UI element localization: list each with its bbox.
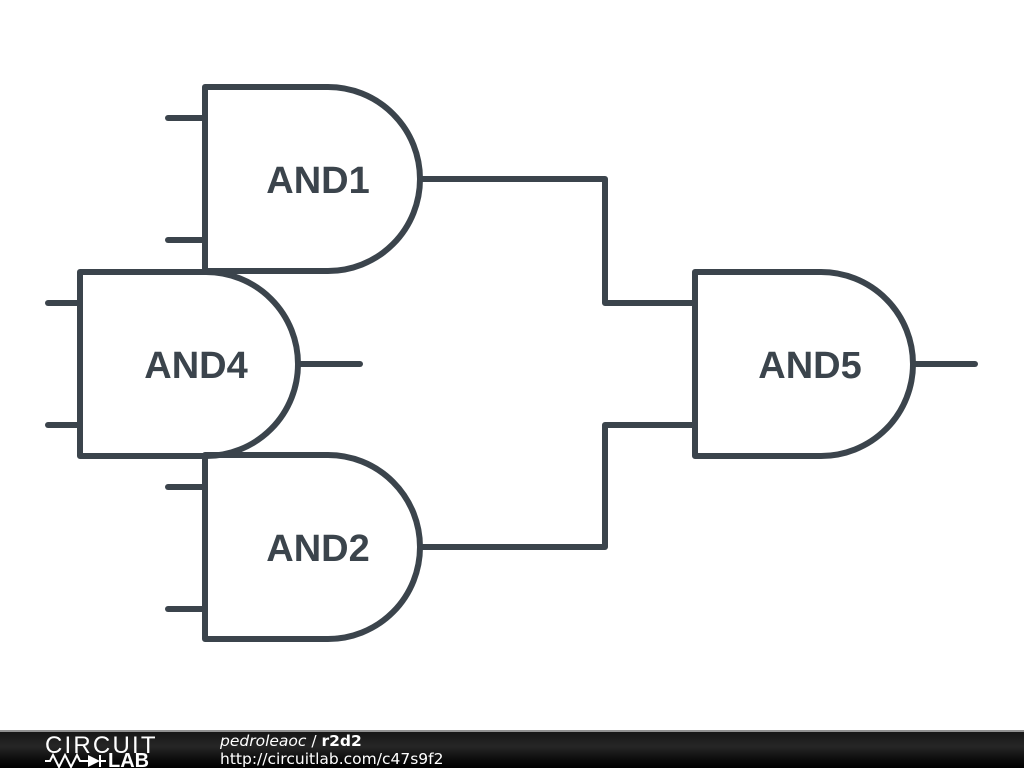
circuitlab-logo-text-lab: LAB	[108, 750, 149, 768]
and5-gate-body	[692, 269, 916, 459]
gate-and2: AND2	[165, 452, 423, 642]
share-url: http://circuitlab.com/c47s9f2	[220, 750, 444, 768]
circuit-diagram: AND1 AND4 AND2 AND5	[45, 84, 978, 642]
and1-gate-body	[202, 84, 423, 274]
wires	[417, 176, 698, 550]
wire-and2-out-to-and5-in2	[417, 422, 698, 550]
gate-and5: AND5	[692, 269, 978, 459]
and2-gate-body	[202, 452, 423, 642]
author-name: pedroleaoc	[220, 732, 307, 750]
gate-and4: AND4	[45, 269, 363, 459]
schematic-title: r2d2	[321, 732, 362, 750]
and5-gate-label: AND5	[758, 345, 861, 387]
footer-bar: CIRCUIT LAB pedroleaoc / r2d2 http://cir…	[0, 730, 1024, 768]
circuitlab-logo: CIRCUIT LAB	[45, 732, 158, 768]
schematic-credit-line: pedroleaoc / r2d2	[220, 732, 443, 750]
gate-and1: AND1	[165, 84, 423, 274]
credit-separator: /	[306, 732, 322, 750]
and2-gate-label: AND2	[266, 528, 369, 570]
footer-credit: pedroleaoc / r2d2 http://circuitlab.com/…	[220, 732, 443, 768]
diode-icon	[88, 755, 100, 767]
and1-gate-label: AND1	[266, 160, 369, 202]
and4-gate-label: AND4	[144, 345, 247, 387]
circuitlab-logo-text-circuit: CIRCUIT	[45, 732, 158, 759]
wire-and1-out-to-and5-in1	[417, 176, 698, 306]
and4-gate-body	[77, 269, 301, 459]
resistor-icon	[45, 752, 88, 768]
